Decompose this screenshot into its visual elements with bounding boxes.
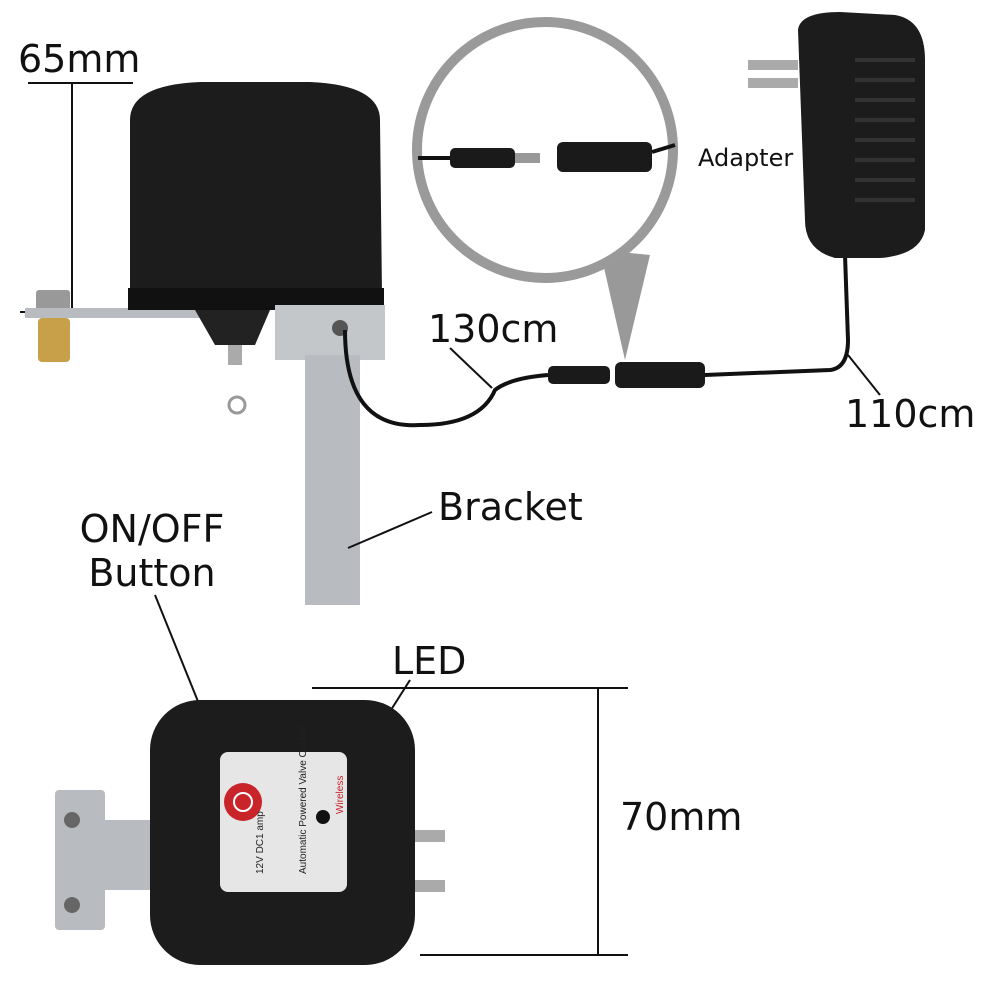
cable-130cm <box>343 329 549 428</box>
label-70mm: 70mm <box>620 795 743 839</box>
dc-plug-male <box>548 366 610 384</box>
power-adapter <box>748 12 925 258</box>
label-onoff-button: ON/OFF Button <box>72 510 232 592</box>
valve-actuator-top: Automatic Powered Valve Control 12V DC1 … <box>55 700 445 965</box>
label-adapter: Adapter <box>698 144 794 172</box>
height-dimension-bottom <box>312 687 628 956</box>
label-65mm: 65mm <box>18 37 141 81</box>
device-label-rating: 12V DC1 amp <box>255 811 266 874</box>
led-indicator <box>316 810 330 824</box>
label-led: LED <box>392 639 467 683</box>
label-onoff-line2: Button <box>88 551 216 595</box>
label-110cm: 110cm <box>845 392 976 436</box>
power-button-icon <box>224 783 262 821</box>
label-130cm: 130cm <box>428 307 559 351</box>
label-bracket: Bracket <box>438 485 583 529</box>
label-onoff-line1: ON/OFF <box>79 507 225 551</box>
valve-actuator-side <box>128 82 385 605</box>
dc-plug-female <box>615 362 705 388</box>
cable-110cm <box>704 254 851 377</box>
device-label-title: Automatic Powered Valve Control <box>298 725 309 874</box>
height-dimension-top <box>20 82 133 313</box>
device-label-brand: Wireless <box>335 776 346 814</box>
brass-fitting <box>25 290 205 362</box>
connector-zoom-callout <box>412 17 678 360</box>
